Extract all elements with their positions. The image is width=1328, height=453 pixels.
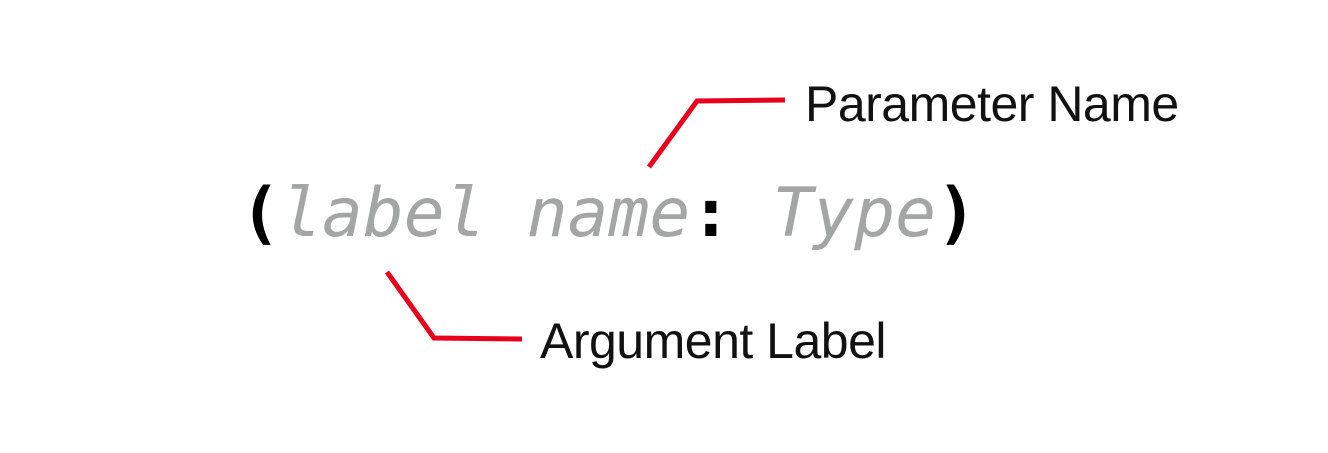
colon: : — [690, 174, 732, 253]
parameter-name-token: name — [526, 174, 691, 253]
parameter-name-leader-line — [646, 97, 786, 169]
parameter-name-callout: Parameter Name — [805, 76, 1179, 132]
token-space — [731, 174, 772, 253]
close-paren: ) — [936, 174, 977, 253]
token-space — [486, 174, 527, 253]
argument-label-token: label — [280, 174, 486, 253]
type-token: Type — [772, 174, 937, 253]
argument-label-callout: Argument Label — [540, 313, 887, 369]
open-paren: ( — [240, 174, 281, 253]
parameter-signature: (label name: Type) — [240, 174, 977, 254]
argument-label-leader-line — [384, 270, 523, 342]
